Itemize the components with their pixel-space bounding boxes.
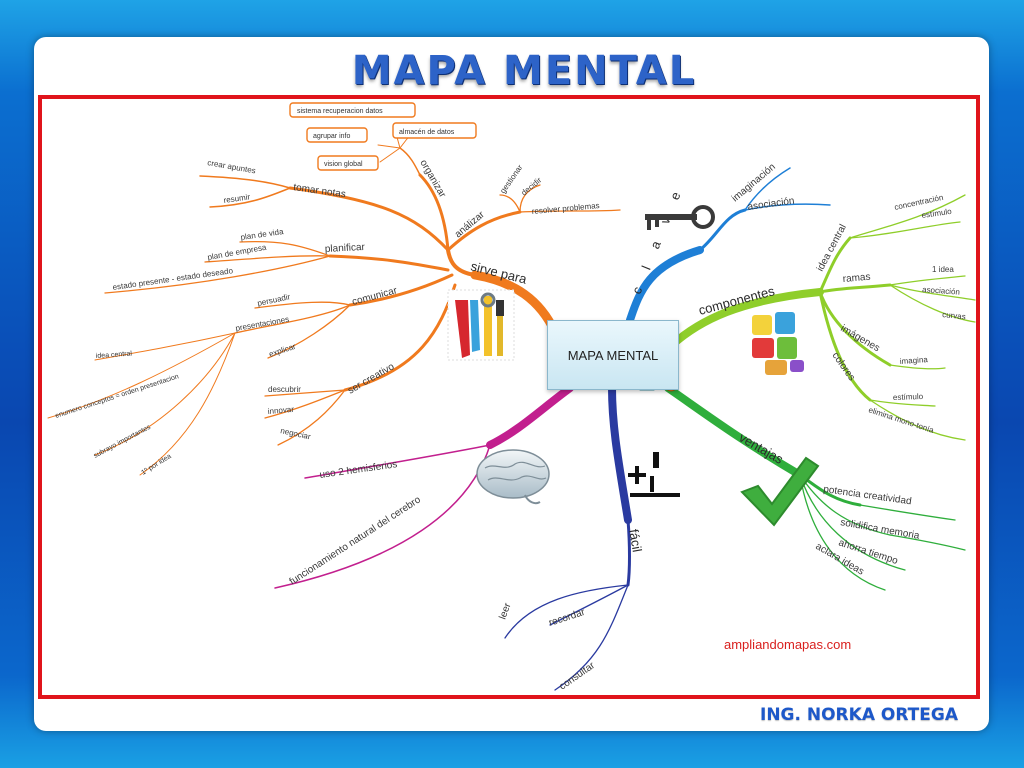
leaf-resumir: resumir bbox=[223, 192, 251, 205]
leaf-leer: leer bbox=[497, 601, 513, 621]
organizar-boxes: sistema recuperacion datos agrupar info … bbox=[289, 102, 477, 171]
organizar-box-label: agrupar info bbox=[313, 133, 350, 140]
branch-label-componentes: componentes bbox=[697, 283, 777, 318]
leaf-crear-apuntes: crear apuntes bbox=[207, 158, 257, 175]
central-node: MAPA MENTAL bbox=[547, 320, 679, 390]
leaf-decidir: decidir bbox=[520, 175, 544, 197]
mindmap-frame bbox=[38, 95, 980, 699]
tools-icon bbox=[447, 289, 515, 361]
organizar-box-label: almacén de datos bbox=[399, 129, 455, 136]
branch-label-imagenes: imágenes bbox=[839, 323, 882, 354]
leaf-descubrir: descubrir bbox=[268, 385, 301, 394]
leaf-explicar: explicar bbox=[268, 342, 297, 359]
leaf-1-idea: 1 idea bbox=[932, 265, 954, 274]
branch-componentes bbox=[668, 194, 976, 441]
organizar-box-label: sistema recuperacion datos bbox=[297, 108, 383, 115]
leaf-solidifica-memoria: solidifica memoria bbox=[839, 517, 920, 542]
key-icon bbox=[645, 205, 715, 230]
branch-label-colores: colores bbox=[830, 350, 858, 383]
leaf-funcionamiento-natural: funcionamiento natural del cerebro bbox=[288, 494, 424, 587]
leaf-presentaciones: presentaciones bbox=[235, 315, 290, 333]
branch-clave bbox=[626, 167, 831, 324]
leaf-por-idea: 1º por idea bbox=[140, 453, 172, 477]
leaf-asociacion-2: asociación bbox=[922, 285, 960, 297]
brain-icon bbox=[476, 449, 550, 505]
leaf-elimina-monotonia: elimina mono-tonía bbox=[867, 405, 935, 435]
leaf-estimulo-2: estímulo bbox=[893, 392, 924, 402]
leaf-imagina: imagina bbox=[900, 355, 929, 366]
leaf-subrayo-importantes: subrayo importantes bbox=[93, 424, 153, 460]
branch-facil bbox=[504, 384, 632, 691]
puzzle-icon bbox=[752, 312, 804, 375]
organizar-box-label: vision global bbox=[324, 161, 363, 168]
leaf-plan-de-vida: plan de vida bbox=[240, 227, 285, 242]
leaf-innovar: innovar bbox=[267, 405, 294, 416]
leaf-estimulo-1: estímulo bbox=[921, 207, 953, 220]
leaf-resolver-problemas: resolver problemas bbox=[531, 201, 600, 216]
leaf-potencia-creatividad: potencia creatividad bbox=[823, 484, 913, 507]
slide-card bbox=[34, 37, 989, 731]
website-credit: ampliandomapas.com bbox=[724, 637, 852, 652]
leaf-estado-presente: estado presente - estado deseado bbox=[112, 266, 234, 292]
checkmark-icon bbox=[740, 456, 820, 527]
leaf-curvas: curvas bbox=[942, 310, 966, 321]
branch-label-ramas: ramas bbox=[842, 272, 871, 285]
branch-label-tomar-notas: tomar notas bbox=[293, 182, 347, 200]
branch-label-ventajas: ventajas bbox=[737, 430, 787, 467]
branch-label-clave: c l a v e bbox=[629, 182, 687, 296]
leaf-uso-2-hemisferios: uso 2 hemisferios bbox=[319, 459, 398, 481]
branch-label-comunicar: comunicar bbox=[351, 285, 399, 308]
leaf-enumero-conceptos: enumero conceptos = orden presentacion bbox=[54, 373, 179, 420]
branch-label-ser-creativo: ser creativo bbox=[346, 361, 397, 397]
cerebro-labels: uso 2 hemisferios funcionamiento natural… bbox=[288, 459, 424, 587]
branch-sirve-para bbox=[47, 129, 621, 476]
branch-ventajas bbox=[664, 384, 966, 591]
slide-title: MAPA MENTAL bbox=[351, 48, 697, 94]
facil-labels: fácil leer recordar consultar bbox=[497, 528, 644, 693]
leaf-consultar: consultar bbox=[557, 660, 597, 693]
branch-label-planificar: planificar bbox=[325, 242, 366, 255]
leaf-recordar: recordar bbox=[548, 607, 587, 629]
author-credit: ING. NORKA ORTEGA bbox=[760, 705, 958, 725]
plus-minus-icon bbox=[628, 452, 680, 497]
branch-label-facil: fácil bbox=[626, 528, 645, 553]
leaf-idea-central-pres: idea central bbox=[96, 350, 133, 360]
